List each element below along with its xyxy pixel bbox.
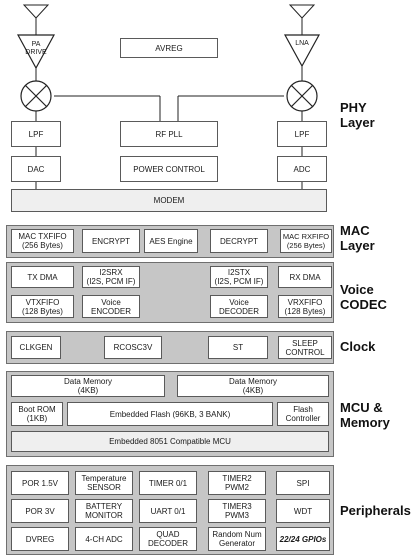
i2srx-block: I2SRX (I2S, PCM IF) [82,266,140,288]
lna-label: LNA [295,39,309,47]
lna-amplifier [283,34,321,68]
mcu-memory-label: MCU & Memory [340,400,390,430]
peripherals-label: Peripherals [340,503,411,518]
dac-block: DAC [11,156,61,182]
random-num-generator-block: Random Num Generator [208,527,266,551]
pa-drive-amplifier [16,34,56,70]
dvreg-block: DVREG [11,527,69,551]
avreg-block: AVREG [120,38,218,58]
uart01-block: UART 0/1 [139,499,197,523]
adc-block: ADC [277,156,327,182]
por-3v-block: POR 3V [11,499,69,523]
timer3-pwm3-block: TIMER3 PWM3 [208,499,266,523]
battery-monitor-block: BATTERY MONITOR [75,499,133,523]
quad-decoder-block: QUAD DECODER [139,527,197,551]
4ch-adc-block: 4-CH ADC [75,527,133,551]
i2stx-block: I2STX (I2S, PCM IF) [210,266,268,288]
flash-controller-block: Flash Controller [277,402,329,426]
timer01-block: TIMER 0/1 [139,471,197,495]
embedded-flash-block: Embedded Flash (96KB, 3 BANK) [67,402,273,426]
decrypt-block: DECRYPT [210,229,268,253]
power-control-block: POWER CONTROL [120,156,218,182]
timer2-pwm2-block: TIMER2 PWM2 [208,471,266,495]
tx-dma-block: TX DMA [11,266,74,288]
encrypt-block: ENCRYPT [82,229,140,253]
vtxfifo-block: VTXFIFO (128 Bytes) [11,295,74,318]
voice-encoder-block: Voice ENCODER [82,295,140,318]
rf-pll-block: RF PLL [120,121,218,147]
data-memory-2-block: Data Memory (4KB) [177,375,329,397]
mcu-core-block: Embedded 8051 Compatible MCU [11,431,329,452]
pa-drive-label: PA DRIVE [25,41,47,56]
clkgen-block: CLKGEN [11,336,61,359]
rcosc3v-block: RCOSC3V [104,336,162,359]
vrxfifo-block: VRXFIFO (128 Bytes) [278,295,332,318]
aes-engine-block: AES Engine [144,229,198,253]
rx-dma-block: RX DMA [278,266,332,288]
temperature-sensor-block: Temperature SENSOR [75,471,133,495]
phy-layer-label: PHY Layer [340,100,375,130]
voice-decoder-block: Voice DECODER [210,295,268,318]
data-memory-1-block: Data Memory (4KB) [11,375,165,397]
sleep-control-block: SLEEP CONTROL [278,336,332,359]
modem-block: MODEM [11,189,327,212]
spi-block: SPI [276,471,330,495]
mac-layer-label: MAC Layer [340,223,375,253]
mac-txfifo-block: MAC TXFIFO (256 Bytes) [11,229,74,253]
st-block: ST [208,336,268,359]
voice-codec-label: Voice CODEC [340,282,387,312]
gpio-block: 22/24 GPIOs [276,527,330,551]
boot-rom-block: Boot ROM (1KB) [11,402,63,426]
lpf-tx-block: LPF [11,121,61,147]
lpf-rx-block: LPF [277,121,327,147]
clock-label: Clock [340,339,376,354]
wdt-block: WDT [276,499,330,523]
por-1-5v-block: POR 1.5V [11,471,69,495]
mac-rxfifo-block: MAC RXFIFO (256 Bytes) [280,229,332,253]
